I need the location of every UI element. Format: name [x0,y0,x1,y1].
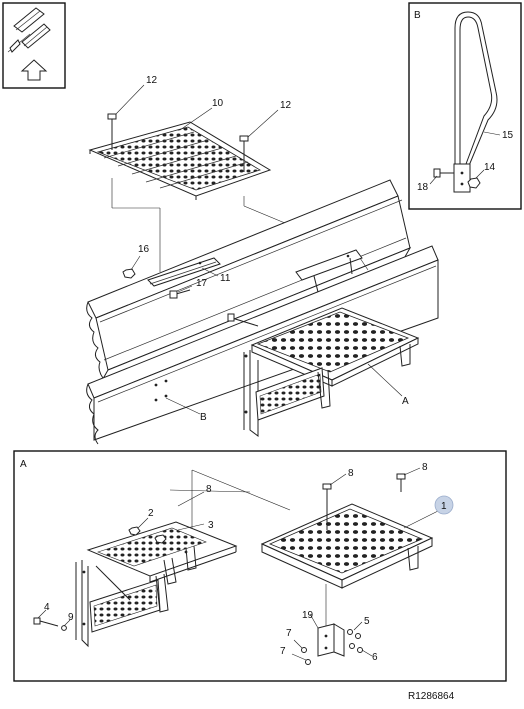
arrow-up-icon [20,59,48,81]
nut-16 [122,268,136,279]
callout-b: B [200,412,207,423]
step-assembly-main [227,307,420,437]
bolt-8-left [322,483,332,530]
step-support-frame [75,521,238,648]
handle-nut [467,177,481,189]
callout-8-left: 8 [348,468,354,479]
detail-a-title: A [20,459,27,470]
grab-handle [453,11,498,193]
callout-a: A [402,396,409,407]
callout-1-highlight: 1 [434,495,454,515]
callout-11-left: 11 [220,273,231,284]
main-assembly-view: 12 12 10 [86,75,439,445]
callout-12-left: 12 [146,75,158,86]
callout-15: 15 [502,130,514,141]
callout-14: 14 [484,162,496,173]
callout-5: 19 [302,610,314,621]
reference-code: R1286864 [408,691,455,702]
step-plate-top [88,121,272,200]
bolt-8-right [396,473,406,492]
detail-b-panel: B 15 14 18 [408,2,522,210]
bolt-17 [169,289,191,299]
callout-6-bottom: 6 [372,652,378,663]
callout-4: 3 [208,520,214,531]
bracket-11-left [147,257,221,287]
bracket-11-right [295,249,363,293]
mounting-bracket [317,623,345,657]
callout-8-right: 8 [422,462,428,473]
step-plate-detail [260,503,434,589]
callout-17: 17 [196,278,208,289]
orientation-icon [2,2,66,89]
truck-direction-icon [7,7,51,53]
callout-9: 4 [44,602,50,613]
callout-1: 1 [441,501,447,512]
callout-3: 2 [148,508,154,519]
callout-2: 8 [206,484,212,495]
handle-bolt [433,168,454,178]
callout-16: 16 [138,244,150,255]
callout-12-right: 12 [280,100,292,111]
detail-b-title: B [414,10,421,21]
callout-6-top: 5 [364,616,370,627]
detail-a-panel: A 2 [13,450,507,682]
callout-19: 9 [68,612,74,623]
bolt-12-left [107,113,117,150]
callout-18: 18 [417,182,429,193]
bolt-12-right [239,135,249,172]
callout-7-top: 7 [286,628,292,639]
callout-7-bottom: 7 [280,646,286,657]
callout-10: 10 [212,98,224,109]
